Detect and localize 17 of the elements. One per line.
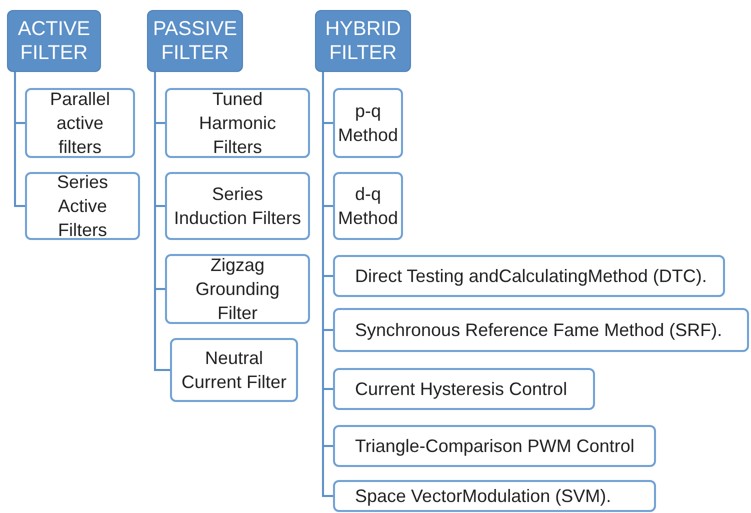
connector-line	[154, 72, 170, 371]
method-box: Neutral Current Filter	[170, 338, 298, 402]
method-box: Series Induction Filters	[165, 172, 310, 240]
method-box: Space VectorModulation (SVM).	[333, 480, 656, 512]
method-box: Parallel active filters	[25, 88, 135, 158]
method-box: Triangle-Comparison PWM Control	[333, 425, 656, 467]
method-box: p-q Method	[333, 88, 403, 158]
method-box: Direct Testing andCalculatingMethod (DTC).	[333, 255, 725, 297]
method-box: d-q Method	[333, 172, 403, 240]
method-box: Zigzag Grounding Filter	[165, 254, 310, 324]
method-box: Synchronous Reference Fame Method (SRF).	[333, 308, 749, 352]
category-header-box: HYBRID FILTER	[315, 10, 411, 72]
method-box: Series Active Filters	[25, 172, 140, 240]
category-header-box: ACTIVE FILTER	[7, 10, 101, 72]
method-box: Current Hysteresis Control	[333, 368, 595, 410]
category-header-box: PASSIVE FILTER	[147, 10, 243, 72]
method-box: Tuned Harmonic Filters	[165, 88, 310, 158]
